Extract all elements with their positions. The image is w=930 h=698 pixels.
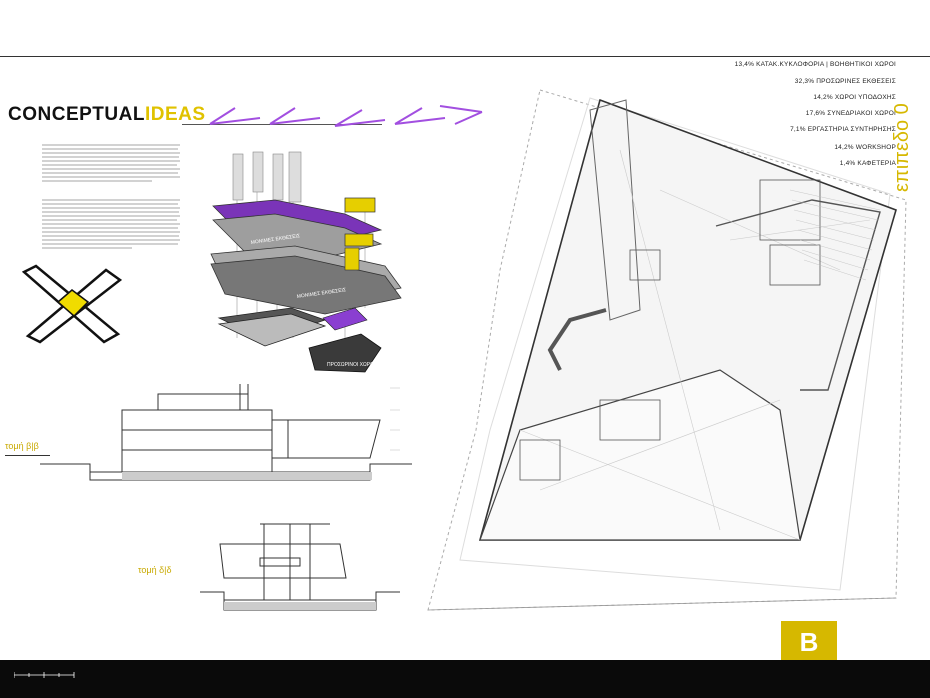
top-rule-line [0,56,930,57]
page-title: CONCEPTUALIDEAS [8,104,206,126]
legend-item: 13,4% ΚΑΤΑΚ.ΚΥΚΛΟΦΟΡΙΑ | ΒΟΗΘΗΤΙΚΟΙ ΧΩΡΟ… [734,61,896,68]
legend-item: 7,1% ΕΡΓΑΣΤΗΡΙΑ ΣΥΝΤΗΡΗΣΗΣ [790,126,896,133]
legend-item: 14,2% WORKSHOP [834,144,896,151]
ground-floor-plan [427,89,907,611]
scale-bar-graphic [14,672,75,678]
title-accent: IDEAS [144,104,206,125]
section-dd-label: τομή δ|δ [138,565,172,575]
top-margin [0,0,930,56]
section-bb-underline [5,455,50,456]
bottom-bar [0,660,930,698]
level-label-text: επιπεδο 0 [891,103,913,192]
sheet-letter-badge: B [781,621,837,660]
exploded-axonometric: ΜΟΝΙΜΕΣ ΕΚΘΕΣΕΙΣ ΜΟΝΙΜΕΣ ΕΚΘΕΣΕΙΣ ΠΡΟΣΩΡ… [210,151,402,373]
title-underline [182,124,382,125]
section-dd-drawing [200,523,400,611]
concept-cross-diagram [22,264,122,344]
title-main: CONCEPTUAL [8,104,145,125]
legend-item: 17,6% ΣΥΝΕΔΡΙΑΚΟΙ ΧΩΡΟΙ [805,110,896,117]
concept-text-block-1 [42,143,182,188]
level-label: επιπεδο 0 [891,103,913,192]
legend-item: 1,4% ΚΑΦΕΤΕΡΙΑ [839,160,896,167]
legend-item: 14,2% ΧΩΡΟΙ ΥΠΟΔΟΧΗΣ [813,94,896,101]
concept-text-block-2 [42,198,182,256]
legend-item: 32,3% ΠΡΟΣΩΡΙΝΕΣ ΕΚΘΕΣΕΙΣ [794,78,896,85]
concept-sketch-arrows [209,105,483,127]
section-bb-label: τομή β|β [5,441,39,451]
axon-label-lower: ΠΡΟΣΩΡΙΝΟΙ ΧΩΡΟΙ [327,362,375,368]
section-bb-drawing [40,384,412,481]
